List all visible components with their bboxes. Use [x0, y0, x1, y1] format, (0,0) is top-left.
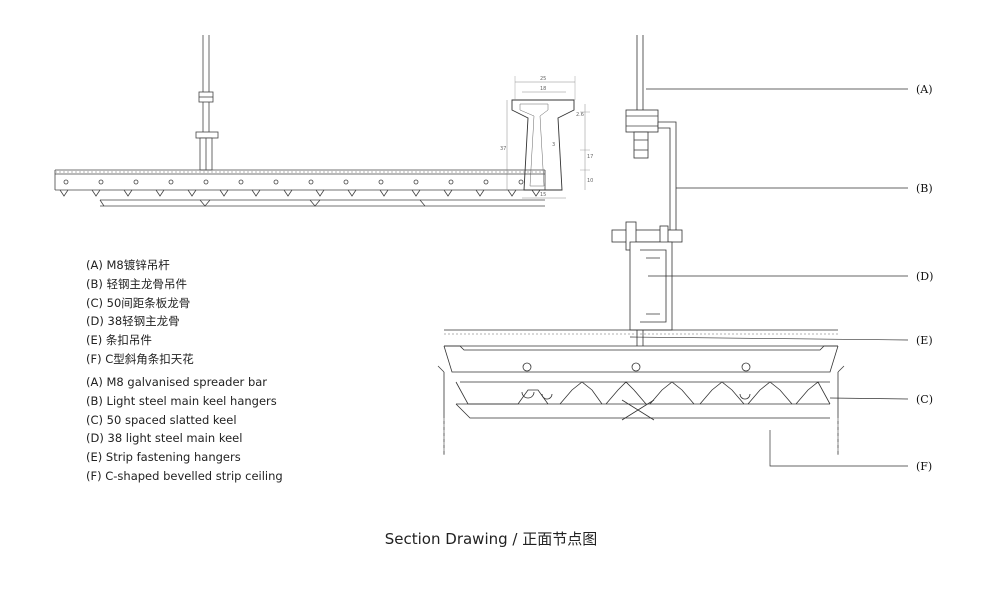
legend-item-b-en: (B) Light steel main keel hangers: [86, 393, 277, 408]
profile-dimensions: 25 18 2.6 37 3 17 10 15: [500, 76, 593, 198]
callout-d: (D): [916, 270, 933, 283]
callout-leaders: [629, 88, 909, 467]
svg-text:18: 18: [540, 86, 546, 92]
callout-e: (E): [916, 334, 933, 347]
callout-a: (A): [916, 83, 933, 96]
profile-detail: [506, 76, 590, 199]
legend-item-a-cn: (A) M8镀锌吊杆: [86, 258, 170, 272]
legend-item-c-cn: (C) 50间距条板龙骨: [86, 295, 191, 310]
legend-item-d-cn: (D) 38轻钢主龙骨: [86, 314, 180, 329]
callout-b: (B): [916, 182, 933, 195]
callout-f: (F): [916, 460, 932, 473]
legend-item-d-en: (D) 38 light steel main keel: [86, 431, 243, 446]
legend-item-e-cn: (E) 条扣吊件: [86, 333, 152, 348]
svg-text:2.6: 2.6: [576, 112, 584, 118]
legend-item-b-cn: (B) 轻钢主龙骨吊件: [86, 276, 188, 291]
main-section-view: [437, 35, 845, 455]
callout-c: (C): [916, 393, 933, 406]
small-section-view: [54, 35, 546, 207]
legend-english: (A) M8 galvanised spreader bar (B) Light…: [86, 373, 283, 486]
legend-item-a-en: (A) M8 galvanised spreader bar: [86, 375, 268, 389]
legend-item-c-en: (C) 50 spaced slatted keel: [86, 412, 237, 427]
legend-item-f-cn: (F) C型斜角条扣天花: [86, 351, 194, 366]
svg-text:3: 3: [552, 142, 555, 148]
svg-text:37: 37: [500, 146, 506, 152]
svg-text:25: 25: [540, 76, 546, 82]
drawing-caption: Section Drawing / 正面节点图: [384, 530, 598, 548]
svg-text:17: 17: [587, 154, 593, 160]
svg-text:10: 10: [587, 178, 593, 184]
legend-item-e-en: (E) Strip fastening hangers: [86, 450, 241, 465]
svg-text:15: 15: [540, 192, 546, 198]
legend-item-f-en: (F) C-shaped bevelled strip ceiling: [86, 468, 283, 483]
legend-chinese: (A) M8镀锌吊杆 (B) 轻钢主龙骨吊件 (C) 50间距条板龙骨 (D) …: [86, 256, 194, 369]
keel-holes: [63, 179, 524, 185]
